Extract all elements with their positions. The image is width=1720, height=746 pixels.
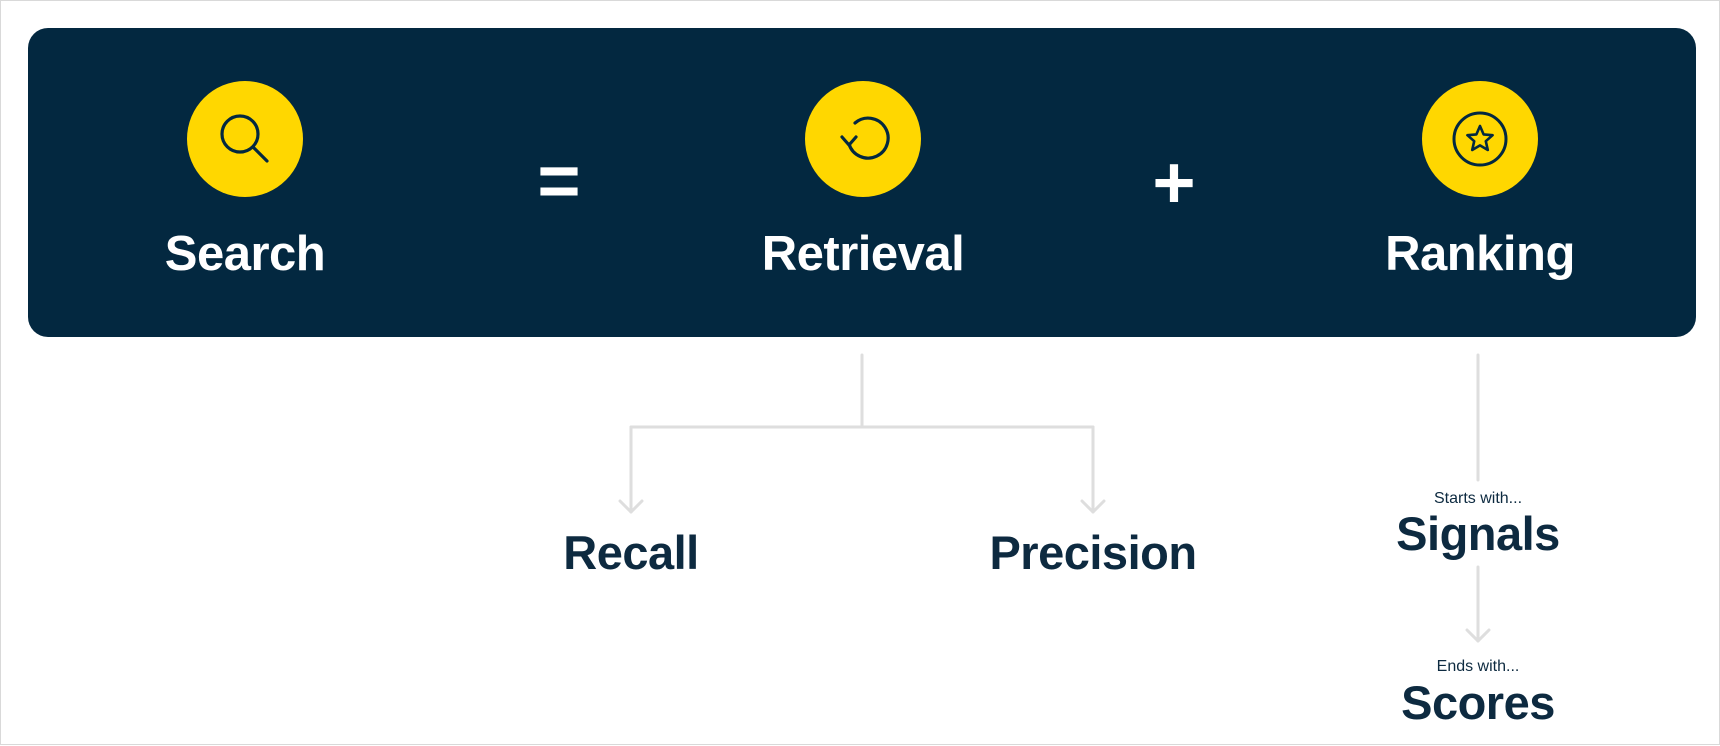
scores-arrowhead [1465, 628, 1491, 643]
search-icon [220, 114, 269, 163]
recall-arrowhead [618, 499, 644, 514]
signals-label: Signals [1396, 507, 1560, 560]
precision-label: Precision [989, 526, 1197, 579]
retrieval-term: Retrieval [761, 227, 965, 281]
refresh-icon [840, 116, 890, 160]
plus-operator: + [1152, 141, 1196, 224]
retrieval-badge [805, 81, 921, 197]
recall-label: Recall [563, 526, 699, 579]
signals-caption: Starts with... [1433, 490, 1523, 507]
precision-arrowhead [1080, 499, 1106, 514]
ranking-term: Ranking [1385, 227, 1575, 281]
equation-panel: Search = Retrieval + Ranking [28, 28, 1696, 337]
search-term: Search [164, 227, 326, 281]
scores-caption: Ends with... [1436, 658, 1520, 675]
ranking-badge [1422, 81, 1538, 197]
search-badge [187, 81, 303, 197]
equals-operator: = [537, 139, 581, 222]
star-badge-icon [1452, 111, 1508, 167]
scores-label: Scores [1401, 676, 1555, 729]
